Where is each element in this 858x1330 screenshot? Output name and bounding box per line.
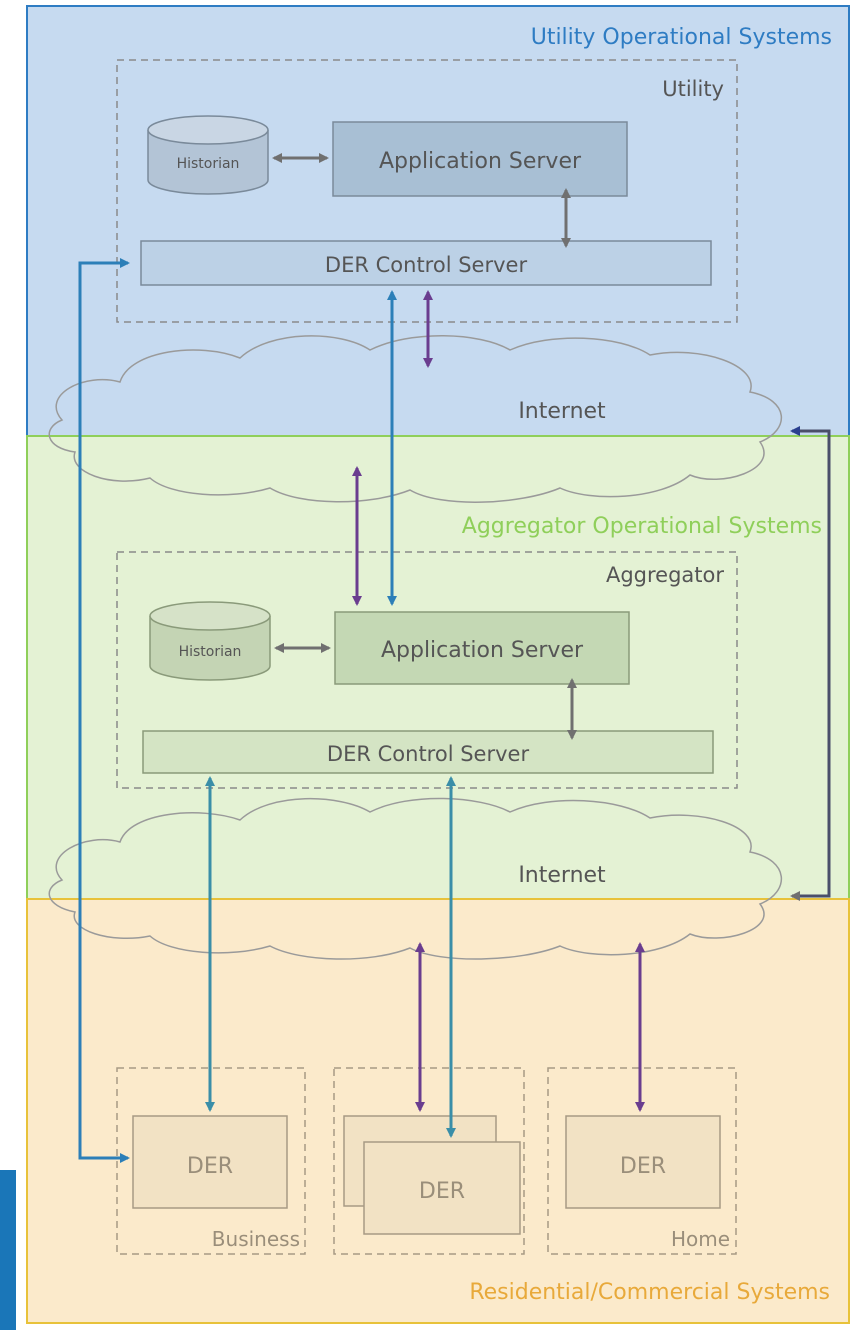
aggregator-application-server-label: Application Server [381, 638, 584, 663]
business-site-label: Business [212, 1227, 300, 1251]
aggregator-der-control-server-label: DER Control Server [327, 742, 530, 766]
internet-interconnect-arrow [790, 426, 831, 901]
business-der [132, 1115, 288, 1209]
aggregator-zone-title: Aggregator Operational Systems [462, 514, 822, 539]
aggregator-boundary [116, 551, 738, 789]
internet-cloud-top [48, 335, 783, 503]
internet-cloud-bottom [48, 797, 783, 960]
utility-label: Utility [662, 77, 724, 101]
utility-application-server-label: Application Server [379, 149, 582, 174]
utility-zone [26, 5, 850, 437]
aggregator-application-server [334, 611, 630, 685]
aggregator-der-control-server [142, 730, 714, 774]
business-site-boundary [116, 1067, 306, 1255]
multi-site-boundary [333, 1067, 525, 1255]
aggregator-historian-label: Historian [179, 644, 242, 660]
utility-der-control-server [140, 240, 712, 286]
internet-top-label: Internet [518, 399, 606, 424]
utility-zone-title: Utility Operational Systems [531, 25, 832, 50]
utility-historian: Historian [147, 115, 269, 195]
internet-bottom-label: Internet [518, 863, 606, 888]
business-der-label: DER [187, 1154, 233, 1179]
aggregator-label: Aggregator [606, 563, 724, 587]
residential-zone-title: Residential/Commercial Systems [469, 1280, 830, 1305]
home-site-label: Home [671, 1227, 730, 1251]
home-der [565, 1115, 721, 1209]
aggregator-historian: Historian [149, 601, 271, 681]
residential-zone [26, 898, 850, 1324]
utility-application-server [332, 121, 628, 197]
utility-business-link-arrow [78, 258, 130, 1163]
multi-der-label: DER [419, 1179, 465, 1204]
utility-der-control-server-label: DER Control Server [325, 253, 528, 277]
multi-der-front [363, 1141, 521, 1235]
utility-historian-label: Historian [177, 156, 240, 172]
home-der-label: DER [620, 1154, 666, 1179]
home-site-boundary [547, 1067, 737, 1255]
left-accent-block [0, 1170, 16, 1330]
